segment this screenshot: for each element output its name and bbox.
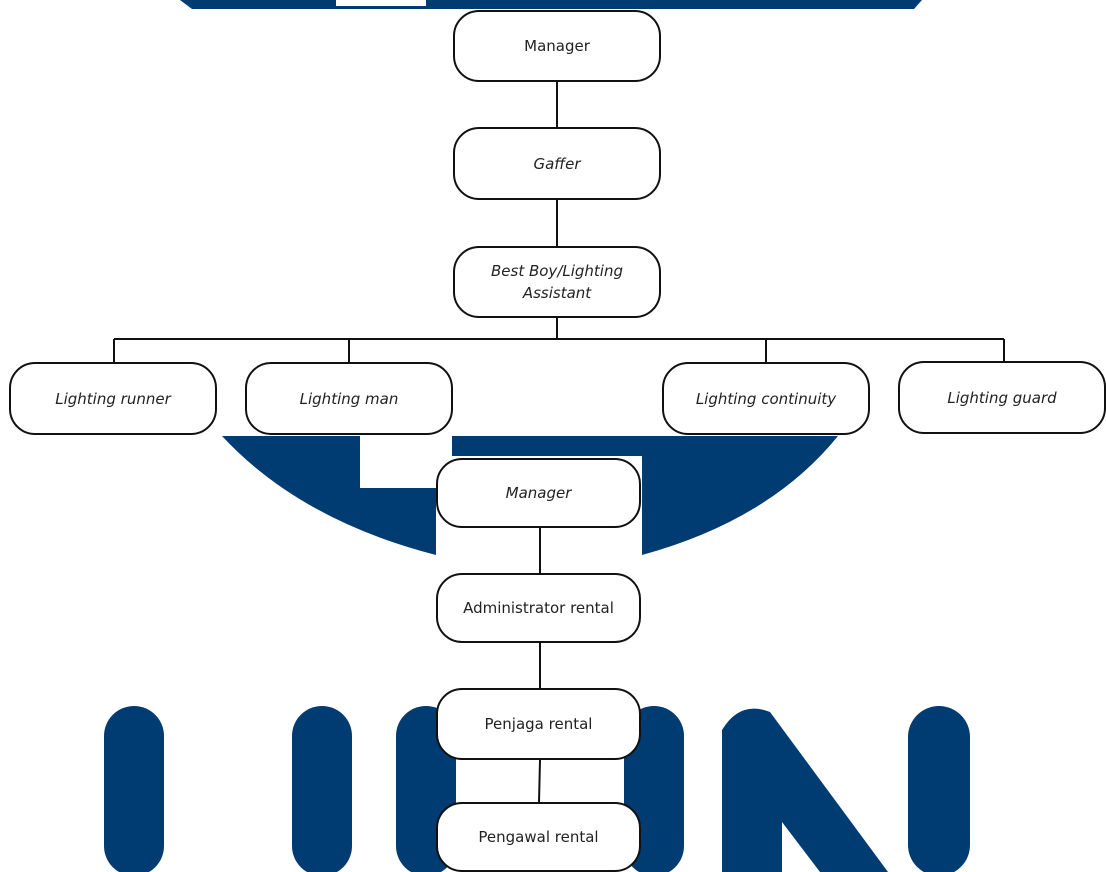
- watermark-bar-5: [908, 706, 970, 872]
- node-pengawal-rental: Pengawal rental: [436, 802, 641, 872]
- node-gaffer: Gaffer: [453, 127, 661, 200]
- node-administrator-rental: Administrator rental: [436, 573, 641, 643]
- node-lighting-runner: Lighting runner: [9, 362, 217, 435]
- node-best-boy: Best Boy/Lighting Assistant: [453, 246, 661, 318]
- node-manager-rental: Manager: [436, 458, 641, 528]
- node-lighting-man: Lighting man: [245, 362, 453, 435]
- node-manager: Manager: [453, 10, 661, 82]
- watermark-letter-n: [722, 708, 888, 872]
- watermark-bar-2: [292, 706, 352, 872]
- watermark-arc: [222, 436, 838, 555]
- connector-penjaga-pengawal: [538, 759, 541, 803]
- watermark-bar-1: [104, 706, 164, 872]
- node-lighting-guard: Lighting guard: [898, 361, 1106, 434]
- node-lighting-continuity: Lighting continuity: [662, 362, 870, 435]
- node-penjaga-rental: Penjaga rental: [436, 688, 641, 760]
- watermark-top-gap: [336, 0, 426, 6]
